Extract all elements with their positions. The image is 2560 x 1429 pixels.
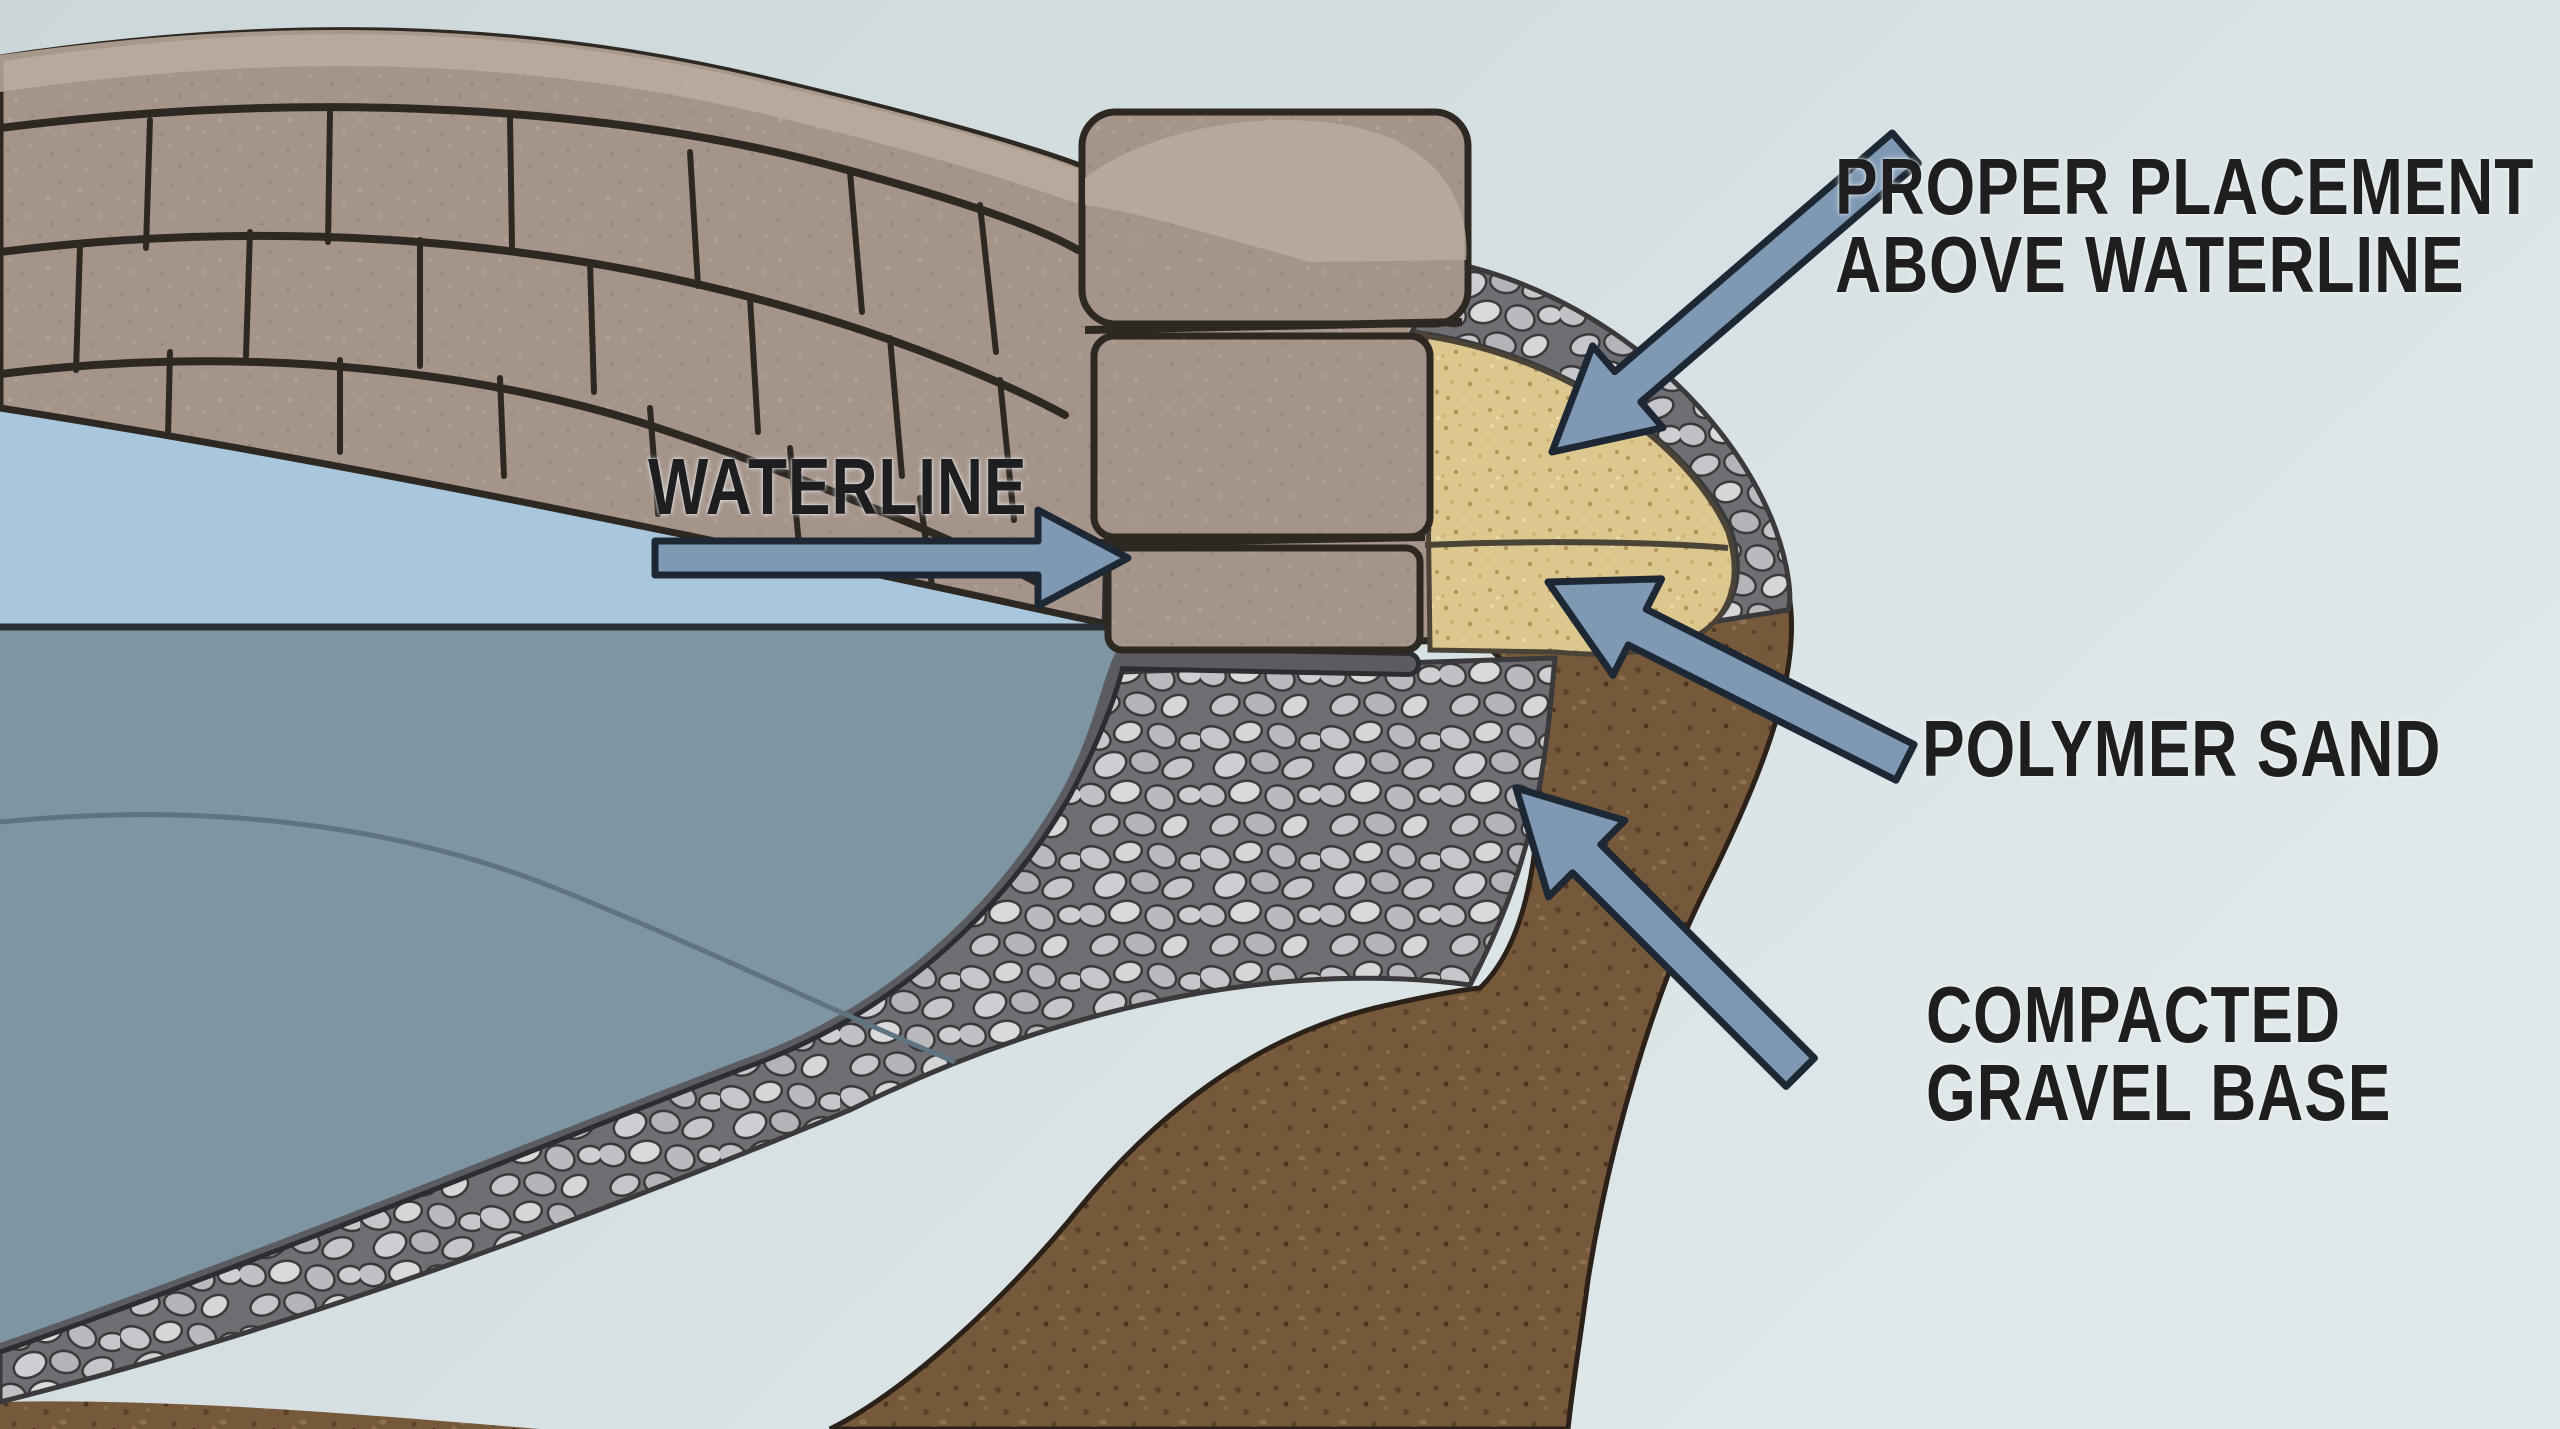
proper-placement-line2: ABOVE WATERLINE [1835,220,2465,309]
waterline-arrow-icon [651,506,1132,610]
wall-top-face [0,30,1090,208]
compacted-gravel-arrow-icon [1512,784,1818,1090]
compacted-gravel-line2: GRAVEL BASE [1926,1048,2392,1137]
compacted-gravel-line1: COMPACTED [1926,970,2341,1059]
waterline-line1: WATERLINE [648,442,1028,531]
polymer-sand-label: POLYMER SAND [1922,704,2442,793]
proper-placement-line1: PROPER PLACEMENT [1835,142,2535,231]
wall-course-joints [0,103,1082,598]
water-depth-contour-line [0,812,956,1065]
upper-corner-block [1090,332,1434,541]
waterline-label: WATERLINE [648,442,1028,531]
cap-block-top-face [1085,119,1467,262]
polymer-sand-arrow-icon [1544,575,1918,784]
water-below-waterline [0,627,1116,1343]
proper-placement-arrow-icon [1548,129,1922,456]
polymer-sand-line1: POLYMER SAND [1922,704,2442,793]
lower-corner-block [1104,544,1424,654]
compacted-gravel-label: COMPACTED GRAVEL BASE [1926,970,2392,1137]
sand-joint-line [1424,539,1729,551]
wall-vertical-joints [73,109,1017,589]
subsoil-dirt-bottom-left [0,1401,540,1429]
proper-placement-label: PROPER PLACEMENT ABOVE WATERLINE [1835,142,2535,309]
corner-block-joints [1084,318,1463,547]
